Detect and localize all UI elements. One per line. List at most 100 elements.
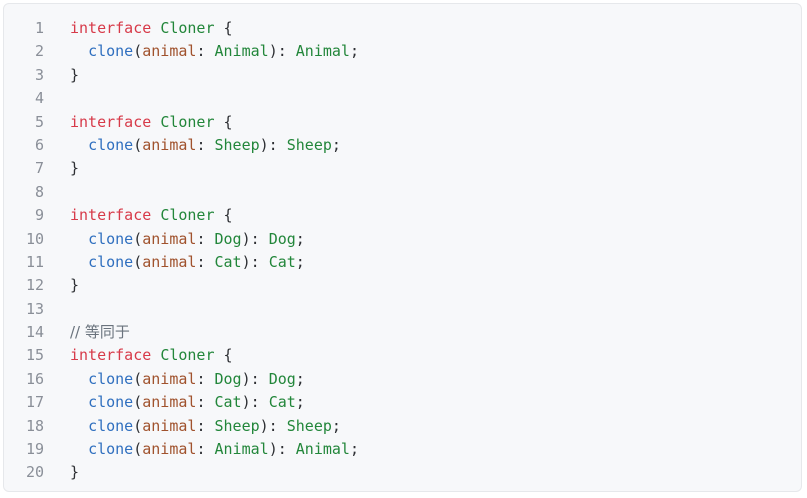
code-token-punct: ):	[259, 135, 287, 154]
code-token-punct: ;	[349, 42, 359, 61]
code-token-plain	[70, 136, 88, 154]
line-code: clone(animal: Cat): Cat;	[44, 251, 305, 274]
code-token-punct: ):	[268, 440, 296, 459]
code-token-type: Dog	[268, 229, 296, 248]
code-token-punct: :	[196, 369, 215, 388]
code-token-punct: :	[196, 229, 215, 248]
code-token-keyword: interface	[70, 112, 152, 131]
code-token-plain	[70, 230, 88, 248]
code-line: 4	[4, 87, 359, 110]
line-number: 3	[34, 65, 44, 84]
code-token-keyword: interface	[70, 346, 152, 365]
code-token-func: clone	[88, 369, 134, 388]
code-token-punct: }	[70, 159, 80, 178]
code-token-param: animal	[142, 252, 197, 271]
line-number: 9	[34, 206, 44, 225]
code-line: 13	[4, 298, 359, 321]
code-token-punct: :	[196, 135, 215, 154]
code-line: 6 clone(animal: Sheep): Sheep;	[4, 134, 359, 157]
code-token-plain	[70, 440, 88, 458]
code-line: 7}	[4, 157, 359, 180]
code-token-punct: {	[214, 19, 233, 37]
code-token-punct: (	[133, 42, 143, 61]
line-code	[44, 181, 70, 204]
code-token-func: clone	[88, 229, 134, 248]
code-line: 10 clone(animal: Dog): Dog;	[4, 228, 359, 251]
code-token-param: animal	[142, 229, 197, 248]
code-token-punct: }	[70, 276, 80, 295]
code-token-plain	[70, 417, 88, 435]
code-token-punct: }	[70, 463, 80, 482]
line-code: clone(animal: Sheep): Sheep;	[44, 134, 341, 157]
code-token-type: Sheep	[214, 135, 260, 154]
line-number: 17	[25, 393, 44, 412]
code-token-plain	[151, 346, 160, 364]
line-code: }	[44, 157, 79, 180]
code-token-type: Sheep	[286, 135, 332, 154]
code-token-type: Cat	[268, 252, 296, 271]
code-line: 11 clone(animal: Cat): Cat;	[4, 251, 359, 274]
line-code: clone(animal: Animal): Animal;	[44, 438, 359, 461]
line-number: 12	[25, 276, 44, 295]
code-token-type: Cat	[214, 393, 242, 412]
code-token-punct: ):	[268, 42, 296, 61]
line-code: clone(animal: Dog): Dog;	[44, 228, 305, 251]
code-line: 14 // 等同于	[4, 321, 359, 344]
line-code: interface Cloner {	[44, 344, 233, 367]
code-token-plain	[151, 19, 160, 37]
line-code: clone(animal: Sheep): Sheep;	[44, 415, 341, 438]
code-line: 3}	[4, 64, 359, 87]
code-token-punct: }	[70, 65, 80, 84]
line-code: interface Cloner {	[44, 204, 233, 227]
code-token-type: Animal	[214, 42, 269, 61]
code-token-punct: :	[196, 252, 215, 271]
code-token-punct: :	[196, 393, 215, 412]
code-token-punct: (	[133, 393, 143, 412]
code-token-punct: (	[133, 369, 143, 388]
code-token-punct: ;	[295, 393, 305, 412]
code-line: 12}	[4, 274, 359, 297]
line-number: 7	[34, 159, 44, 178]
line-number: 13	[25, 299, 44, 318]
code-token-type: Cloner	[160, 19, 215, 37]
line-code: }	[44, 461, 79, 484]
code-token-plain	[70, 42, 88, 60]
code-token-plain	[70, 253, 88, 271]
code-token-punct: ;	[331, 135, 341, 154]
line-number: 14	[25, 323, 44, 342]
code-token-plain	[70, 393, 88, 411]
code-line: 16 clone(animal: Dog): Dog;	[4, 368, 359, 391]
code-token-keyword: interface	[70, 206, 152, 225]
code-token-type: Cloner	[160, 206, 215, 225]
code-token-type: Dog	[268, 369, 296, 388]
code-token-punct: (	[133, 135, 143, 154]
code-token-comment: // 等同于	[70, 323, 130, 342]
line-number: 15	[25, 346, 44, 365]
code-token-func: clone	[88, 135, 134, 154]
code-token-param: animal	[142, 416, 197, 435]
code-token-type: Sheep	[214, 416, 260, 435]
code-token-type: Cat	[214, 252, 242, 271]
code-line: 19 clone(animal: Animal): Animal;	[4, 438, 359, 461]
code-token-punct: {	[214, 206, 233, 225]
code-token-plain	[70, 370, 88, 388]
line-number: 19	[25, 440, 44, 459]
code-token-type: Cloner	[160, 112, 215, 131]
line-number: 11	[25, 252, 44, 271]
code-token-keyword: interface	[70, 19, 152, 37]
code-token-param: animal	[142, 393, 197, 412]
code-token-punct: {	[214, 112, 233, 131]
line-code: interface Cloner {	[44, 111, 233, 134]
code-token-punct: ):	[259, 416, 287, 435]
code-token-punct: {	[214, 346, 233, 365]
code-token-punct: (	[133, 440, 143, 459]
line-code: interface Cloner {	[44, 17, 233, 40]
code-token-type: Animal	[295, 42, 350, 61]
code-token-punct: ;	[331, 416, 341, 435]
code-token-punct: :	[196, 42, 215, 61]
line-number: 10	[25, 229, 44, 248]
code-token-plain	[151, 113, 160, 131]
